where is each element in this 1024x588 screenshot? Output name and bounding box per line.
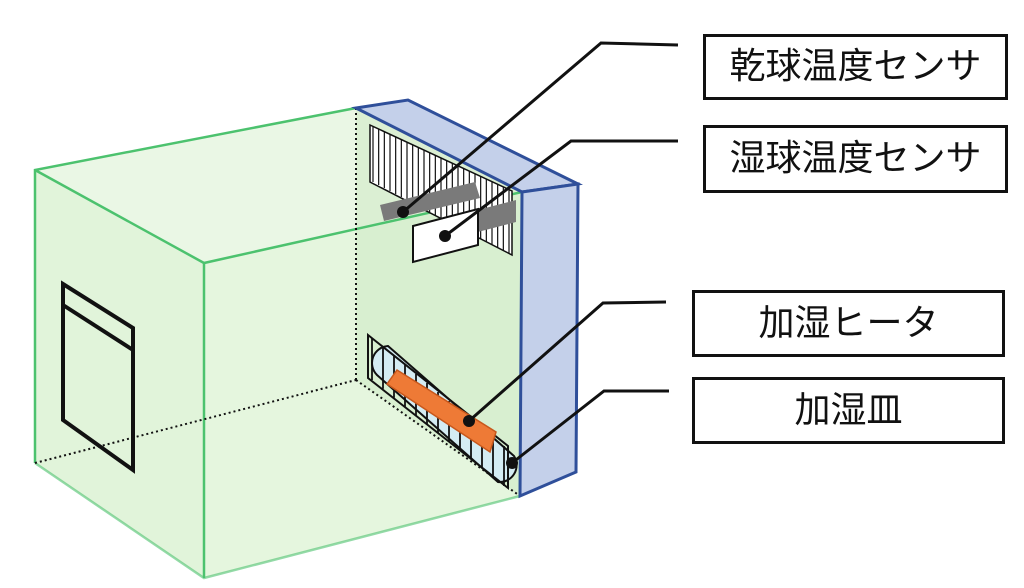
callout-heater-dot [463, 415, 475, 427]
hidden-edge-right [355, 379, 521, 497]
callout-dots [397, 206, 518, 469]
dish-rack-frame [367, 332, 509, 491]
callout-dish-dot [506, 457, 518, 469]
wet-bulb-sensor-bar [470, 200, 516, 234]
window-divider [61, 303, 135, 352]
dry-bulb-sensor-label: 乾球温度センサ [703, 34, 1008, 100]
chamber-left-face [35, 170, 204, 578]
callout-dish-line [511, 389, 669, 465]
humidifier-dish-label: 加湿皿 [692, 377, 1005, 444]
callout-wet-dot [439, 230, 451, 242]
hidden-edge-left [34, 379, 357, 464]
callout-dry-dot [397, 206, 409, 218]
humidifier-dish-group [367, 332, 518, 491]
door-panel [351, 98, 584, 499]
window-frame [61, 280, 135, 474]
window [61, 280, 135, 474]
callout-wet-line [444, 139, 678, 238]
callout-dry-line [402, 41, 679, 214]
callout-heater-line [468, 300, 667, 423]
humidifier-heater-label: 加湿ヒータ [692, 290, 1005, 357]
door-side [518, 182, 580, 499]
humidifier-heater [385, 368, 497, 454]
callouts [402, 41, 679, 465]
wet-bulb-sensor-label: 湿球温度センサ [703, 125, 1008, 193]
chamber-bottom-edges [34, 461, 521, 580]
